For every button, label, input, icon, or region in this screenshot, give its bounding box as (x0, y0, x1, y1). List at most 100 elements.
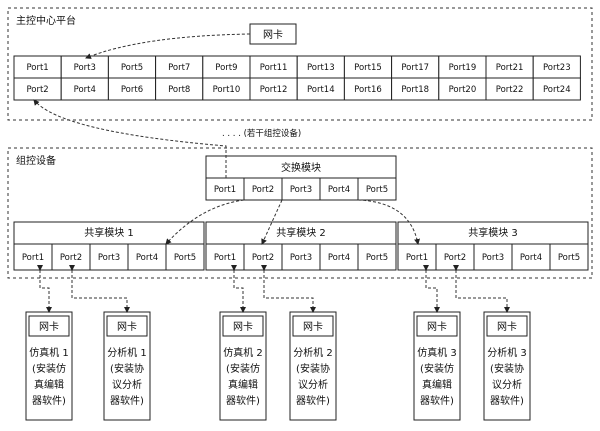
share-module-3-port-5-label: Port5 (558, 253, 580, 263)
link-share1-port1-to-machine1 (37, 265, 52, 313)
machine-6-desc-line-2: (安装协 (490, 362, 524, 375)
machine-1-desc-line-3: 真编辑 (34, 378, 64, 391)
link-share1-port2-to-machine2 (69, 265, 130, 313)
link-switch-port1-to-platform-port2 (33, 99, 227, 178)
machine-5-desc-line-2: (安装仿 (420, 362, 454, 375)
platform-port-top-3-label: Port5 (121, 63, 143, 73)
machine-6-nic-box (486, 315, 528, 337)
share-module-1-port-4-cell (127, 243, 167, 271)
platform-port-top-7-label: Port13 (307, 63, 335, 73)
machine-3-nic-box (222, 315, 264, 337)
platform-port-top-1-label: Port1 (26, 63, 48, 73)
share-module-1-port-2-label: Port2 (60, 253, 82, 263)
link-share3-port2-to-machine6 (453, 265, 510, 313)
switch-port-4-label: Port4 (328, 185, 350, 195)
platform-port-top-11-label: Port21 (496, 63, 524, 73)
machine-6-nic-label: 网卡 (497, 320, 517, 333)
switch-port-5-cell (357, 177, 397, 201)
platform-port-bottom-2-label: Port4 (74, 85, 96, 95)
platform-port-bottom-12-label: Port24 (543, 85, 571, 95)
machine-6-desc-line-3: 议分析 (492, 378, 522, 391)
machine-4-nic-box (292, 315, 334, 337)
platform-port-bottom-11-label: Port22 (496, 85, 524, 95)
group-device-title: 组控设备 (16, 154, 56, 167)
platform-port-bottom-4-label: Port8 (168, 85, 190, 95)
machine-6-desc-line-4: 器软件) (490, 394, 524, 407)
machine-3-desc-line-1: 仿真机 2 (223, 346, 263, 359)
machine-4-desc-line-1: 分析机 2 (293, 346, 333, 359)
switch-port-3-label: Port3 (290, 185, 312, 195)
machine-4-desc-line-3: 议分析 (298, 378, 328, 391)
machine-5-desc-line-3: 真编辑 (422, 378, 452, 391)
machine-5-desc-line-1: 仿真机 3 (417, 346, 457, 359)
machine-4-desc-line-4: 器软件) (296, 394, 330, 407)
machine-3-nic-label: 网卡 (233, 320, 253, 333)
machine-3-desc-line-2: (安装仿 (226, 362, 260, 375)
platform-port-top-5-label: Port9 (215, 63, 237, 73)
platform-port-bottom-9-label: Port18 (401, 85, 429, 95)
link-platform-nic-to-port3 (85, 33, 251, 59)
share-module-1-header-label: 共享模块 1 (84, 226, 134, 239)
share-module-2-header-label: 共享模块 2 (276, 226, 326, 239)
machine-2-desc-line-1: 分析机 1 (107, 346, 147, 359)
share-module-1-port-1-cell (13, 243, 53, 271)
machine-1-desc-line-2: (安装仿 (32, 362, 66, 375)
machine-4-desc-line-2: (安装协 (296, 362, 330, 375)
connection-lines (33, 33, 510, 313)
link-share3-port1-to-machine5 (423, 265, 440, 313)
platform-port-bottom-7-label: Port14 (307, 85, 335, 95)
machine-2-nic-label: 网卡 (117, 320, 137, 333)
link-switch-port2-to-share1-port4 (165, 199, 245, 245)
share-module-1-port-4-label: Port4 (136, 253, 158, 263)
machine-2-nic-box (106, 315, 148, 337)
share-module-1-port-3-label: Port3 (98, 253, 120, 263)
machine-3-desc-line-3: 真编辑 (228, 378, 258, 391)
share-module-1-port-1-label: Port1 (22, 253, 44, 263)
machine-1-desc-line-1: 仿真机 1 (29, 346, 69, 359)
switch-port-2-label: Port2 (252, 185, 274, 195)
platform-port-bottom-5-label: Port10 (213, 85, 241, 95)
machine-2-desc-line-2: (安装协 (110, 362, 144, 375)
platform-port-top-6-label: Port11 (260, 63, 288, 73)
platform-title: 主控中心平台 (16, 14, 76, 27)
machine-5-desc-line-4: 器软件) (420, 394, 454, 407)
share-module-3-port-4-cell (511, 243, 551, 271)
machine-1-desc-line-4: 器软件) (32, 394, 66, 407)
platform-port-top-2-label: Port3 (74, 63, 96, 73)
machine-6-desc-line-1: 分析机 3 (487, 346, 527, 359)
ellipsis-note: . . . . (若干组控设备) (222, 128, 301, 139)
platform-port-bottom-10-label: Port20 (449, 85, 477, 95)
link-switch-port3-to-share2-port2 (261, 199, 283, 245)
platform-port-top-10-label: Port19 (449, 63, 477, 73)
switch-module-title: 交换模块 (281, 161, 321, 174)
link-share2-port2-to-machine4 (261, 265, 316, 313)
share-module-2-port-4-label: Port4 (328, 253, 350, 263)
group-device-outline (7, 147, 593, 279)
machine-4-nic-label: 网卡 (303, 320, 323, 333)
share-module-3-port-5-cell (549, 243, 589, 271)
machine-3-desc-line-4: 器软件) (226, 394, 260, 407)
machine-2-desc-line-3: 议分析 (112, 378, 142, 391)
platform-port-bottom-3-label: Port6 (121, 85, 143, 95)
machine-5-nic-label: 网卡 (427, 320, 447, 333)
machine-1-nic-box (28, 315, 70, 337)
share-module-3-port-1-label: Port1 (406, 253, 428, 263)
platform-nic-label: 网卡 (263, 28, 283, 41)
platform-port-top-4-label: Port7 (168, 63, 190, 73)
platform-port-bottom-12-cell (532, 77, 581, 101)
share-module-1-port-5-cell (165, 243, 205, 271)
platform-port-top-8-label: Port15 (354, 63, 382, 73)
